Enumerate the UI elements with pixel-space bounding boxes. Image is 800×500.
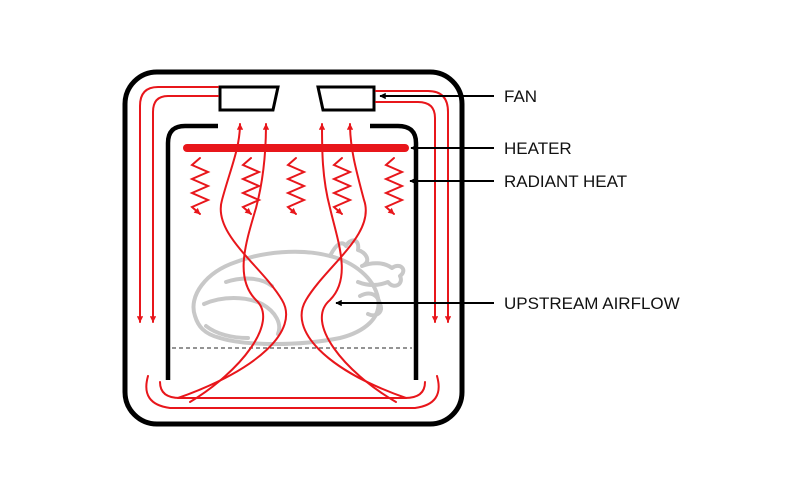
fan-right-block [316, 85, 376, 112]
upstream-airflow-arrow [318, 123, 397, 403]
inner-basket-left-wall [165, 123, 218, 380]
fan-label: FAN [504, 87, 537, 106]
upstream-airflow-arrow [300, 123, 407, 399]
radiant-heat-label: RADIANT HEAT [504, 172, 627, 191]
upstream-airflow-arrow [177, 123, 288, 399]
side-airflow-arrow [136, 86, 219, 323]
radiant-heat-wave [383, 157, 405, 215]
label-leaders [335, 92, 494, 307]
upstream-airflow-label: UPSTREAM AIRFLOW [504, 294, 680, 313]
upstream-airflow [177, 123, 407, 403]
upstream-airflow-arrow [189, 123, 270, 403]
radiant-heat-wave [331, 157, 353, 215]
radiant-heat-waves [189, 157, 405, 215]
roast-chicken-image [191, 238, 406, 346]
heater-label: HEATER [504, 139, 572, 158]
fan-left-block [218, 85, 280, 112]
bottom-return-flow [145, 375, 440, 409]
side-airflow-arrow [375, 101, 439, 323]
radiant-heat-wave [189, 157, 211, 215]
side-airflow-arrow [149, 95, 219, 323]
inner-basket-right-wall [370, 123, 419, 380]
radiant-heat-wave [285, 157, 307, 215]
outer-housing [122, 69, 465, 427]
radiant-heat-wave [240, 157, 262, 215]
